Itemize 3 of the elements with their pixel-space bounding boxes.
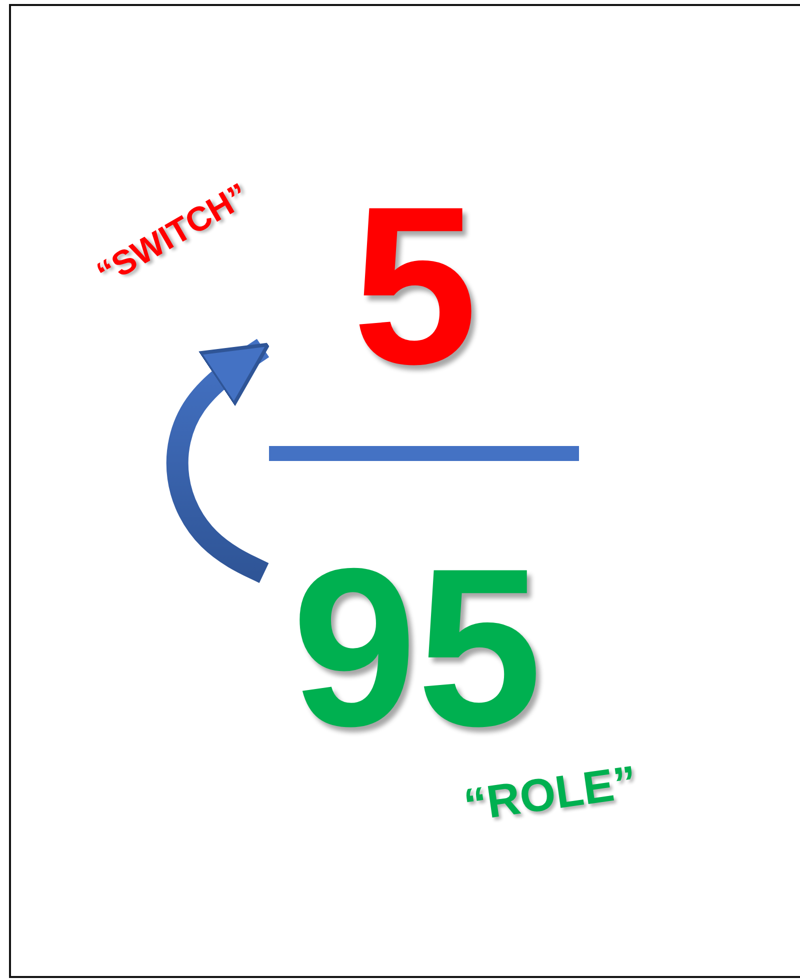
fraction-bar [269,446,579,461]
curved-arrow [166,338,270,583]
numeral: 5 [352,172,478,398]
